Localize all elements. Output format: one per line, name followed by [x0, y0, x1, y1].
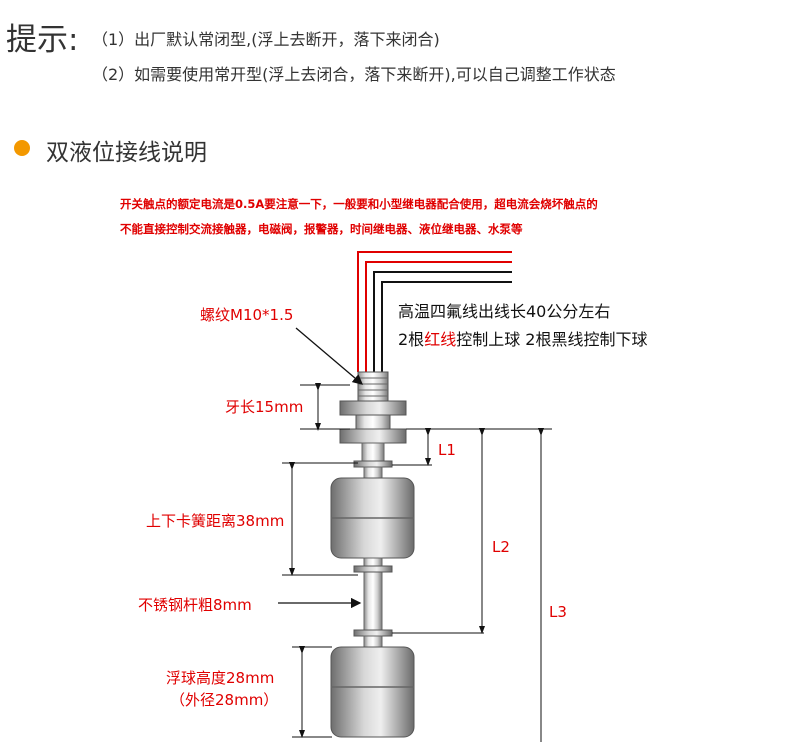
lower-float-ball: [330, 646, 415, 738]
wire-control-note: 2根红线控制上球 2根黑线控制下球: [398, 326, 647, 350]
tooth-length-dim: [300, 383, 350, 431]
dim-l1: L1: [438, 441, 456, 459]
wire-note-suffix: 控制上球 2根黑线控制下球: [456, 330, 648, 349]
rod-upper: [361, 442, 385, 464]
thread-stem: [357, 371, 389, 403]
tip-line-1: （1）出厂默认常闭型,(浮上去断开，落下来闭合): [92, 30, 440, 49]
section-bullet-icon: [14, 140, 30, 156]
tips-title: 提示:: [6, 22, 79, 58]
thread-leader: [295, 327, 363, 385]
thread-label: 螺纹M10*1.5: [200, 306, 294, 324]
rod-label: 不锈钢杆粗8mm: [138, 596, 252, 614]
wire-red-2: [365, 261, 512, 372]
tip-line-2: （2）如需要使用常开型(浮上去闭合，落下来断开),可以自己调整工作状态: [92, 65, 616, 84]
ball-height-dim: [292, 646, 332, 738]
l-dimensions: [392, 428, 552, 742]
clip-middle: [353, 565, 393, 573]
section-title: 双液位接线说明: [46, 140, 207, 166]
clip-distance-label: 上下卡簧距离38mm: [146, 512, 285, 530]
dim-l2: L2: [492, 538, 510, 556]
wire-black-1: [373, 271, 512, 372]
wire-note-prefix: 2根: [398, 330, 425, 349]
thread-mid: [355, 414, 391, 430]
wire-bundle: [357, 251, 512, 372]
tooth-length-label: 牙长15mm: [225, 398, 304, 416]
warning-line-2: 不能直接控制交流接触器，电磁阀，报警器，时间继电器、液位继电器、水泵等: [120, 222, 523, 236]
lower-nut: [339, 428, 407, 444]
dim-l3: L3: [549, 603, 567, 621]
clip-distance-dim: [282, 462, 358, 576]
wire-red-1: [357, 251, 512, 372]
wire-black-2: [381, 281, 512, 372]
outer-diameter-label: （外径28mm）: [170, 691, 279, 709]
wire-note-red: 红线: [424, 330, 457, 349]
upper-nut: [339, 400, 407, 416]
wire-length-note: 高温四氟线出线长40公分左右: [398, 302, 611, 321]
clip-lower: [353, 629, 393, 637]
warning-line-1: 开关触点的额定电流是0.5A要注意一下，一般要和小型继电器配合使用，超电流会烧坏…: [120, 197, 598, 211]
thread-lines: [358, 377, 388, 397]
clip-upper: [353, 460, 393, 468]
ball-height-label: 浮球高度28mm: [166, 669, 275, 687]
